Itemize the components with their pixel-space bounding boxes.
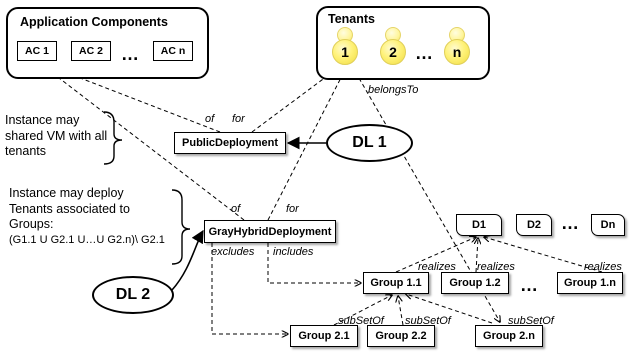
edge-realizes-1 — [395, 237, 476, 273]
group-2-n-label: Group 2.n — [483, 330, 535, 342]
edge-subset-1 — [333, 295, 392, 326]
label-subset-3: subSetOf — [508, 315, 554, 327]
group-2-2-label: Group 2.2 — [375, 330, 427, 342]
ac-ellipsis: … — [121, 44, 140, 64]
data-d1-label: D1 — [471, 219, 487, 231]
data-ellipsis: … — [561, 213, 580, 233]
tenant-n[interactable]: n — [444, 39, 470, 65]
ac-n[interactable]: AC n — [153, 41, 193, 61]
label-excludes: excludes — [211, 246, 255, 258]
hybrid-note-line-1: Instance may deploy — [9, 186, 124, 200]
edge-subset-2 — [398, 296, 404, 326]
hybrid-note-line-3: Groups: — [9, 217, 54, 231]
group-2-1-label: Group 2.1 — [298, 330, 350, 342]
gray-hybrid-deployment-label: GrayHybridDeployment — [208, 225, 332, 238]
label-public-of: of — [205, 113, 215, 125]
public-deployment-label: PublicDeployment — [182, 137, 278, 149]
label-realizes-3: realizes — [584, 261, 622, 273]
group-1-1-label: Group 1.1 — [370, 277, 422, 289]
group-2-2[interactable]: Group 2.2 — [367, 325, 435, 347]
ac-1-label: AC 1 — [25, 45, 49, 57]
ac-2[interactable]: AC 2 — [71, 41, 111, 61]
label-hybrid-for: for — [286, 203, 299, 215]
dl2-node[interactable]: DL 2 — [92, 276, 174, 314]
tenants-ellipsis: … — [415, 43, 434, 63]
groups-ellipsis: … — [520, 275, 539, 295]
public-note-line-3: tenants — [5, 144, 47, 158]
tenant-1-label: 1 — [341, 44, 349, 60]
group-1-2[interactable]: Group 1.2 — [441, 272, 509, 294]
ac-1[interactable]: AC 1 — [17, 41, 57, 61]
tenant-1[interactable]: 1 — [332, 39, 358, 65]
application-components-title: Application Components — [20, 15, 168, 29]
public-note-line-1: Instance may — [5, 113, 80, 127]
group-1-n[interactable]: Group 1.n — [557, 272, 623, 294]
label-hybrid-of: of — [231, 203, 241, 215]
public-deployment[interactable]: PublicDeployment — [174, 132, 286, 154]
data-d2-label: D2 — [526, 219, 542, 231]
tenants-title: Tenants — [328, 12, 375, 26]
gray-hybrid-deployment[interactable]: GrayHybridDeployment — [204, 220, 336, 243]
label-subset-2: subSetOf — [405, 315, 451, 327]
dl1-node[interactable]: DL 1 — [326, 124, 413, 162]
brace-public — [103, 111, 123, 165]
group-1-n-label: Group 1.n — [564, 277, 616, 289]
label-realizes-2: realizes — [477, 261, 515, 273]
dl2-label: DL 2 — [115, 286, 151, 303]
ac-2-label: AC 2 — [79, 45, 103, 57]
group-1-2-label: Group 1.2 — [449, 277, 501, 289]
label-public-for: for — [232, 113, 245, 125]
public-note-line-2: shared VM with all — [5, 128, 108, 143]
group-1-1[interactable]: Group 1.1 — [363, 272, 429, 294]
tenant-2[interactable]: 2 — [380, 39, 406, 65]
data-d2[interactable]: D2 — [516, 214, 552, 236]
edge-public-for-tenant1 — [251, 62, 346, 133]
group-2-n[interactable]: Group 2.n — [475, 325, 543, 347]
data-dn-label: Dn — [600, 219, 616, 231]
group-2-1[interactable]: Group 2.1 — [290, 325, 358, 347]
edge-excludes — [211, 243, 288, 334]
edge-subset-3 — [406, 294, 493, 324]
tenant-2-label: 2 — [389, 44, 397, 60]
tenant-n-label: n — [452, 44, 462, 60]
hybrid-note-line-2: Tenants associated to — [9, 201, 130, 216]
brace-hybrid — [171, 189, 191, 265]
label-realizes-1: realizes — [418, 261, 456, 273]
public-note: Instance may shared VM with all tenants — [5, 113, 107, 160]
hybrid-note: Instance may deploy Tenants associated t… — [9, 186, 165, 248]
label-subset-1: subSetOf — [338, 315, 384, 327]
edge-dl2-hybrid — [171, 229, 204, 291]
edge-realizes-2 — [476, 238, 478, 273]
data-d1[interactable]: D1 — [456, 214, 502, 236]
label-belongs-to: belongsTo — [368, 84, 419, 96]
label-includes: includes — [273, 246, 314, 258]
data-dn[interactable]: Dn — [591, 214, 625, 236]
ac-n-label: AC n — [160, 45, 186, 57]
dl1-label: DL 1 — [352, 134, 387, 151]
hybrid-note-line-4: (G1.1 U G2.1 U…U G2.n)\ G2.1 — [9, 233, 165, 246]
edge-includes — [267, 243, 361, 283]
